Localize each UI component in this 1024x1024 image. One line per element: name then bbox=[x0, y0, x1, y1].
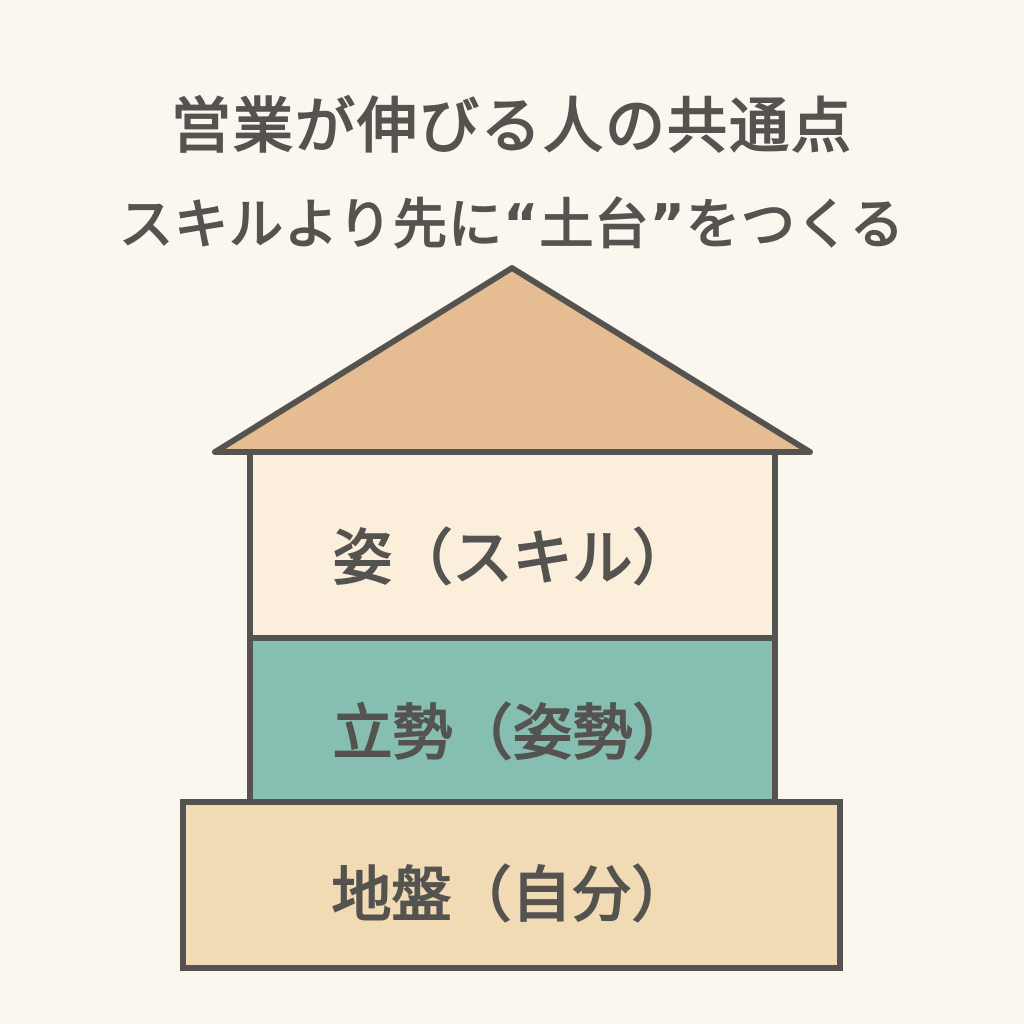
layer-skill-label: 姿（スキル） bbox=[332, 524, 693, 594]
title-line-1: 営業が伸びる人の共通点 bbox=[171, 92, 853, 162]
layer-stance-label: 立勢（姿勢） bbox=[332, 699, 693, 769]
roof bbox=[212, 265, 813, 455]
layer-skill bbox=[247, 449, 778, 641]
layer-foundation-label: 地盤（自分） bbox=[331, 861, 692, 931]
title-line-2: スキルより先に“土台”をつくる bbox=[119, 193, 905, 256]
layer-foundation bbox=[180, 799, 843, 971]
